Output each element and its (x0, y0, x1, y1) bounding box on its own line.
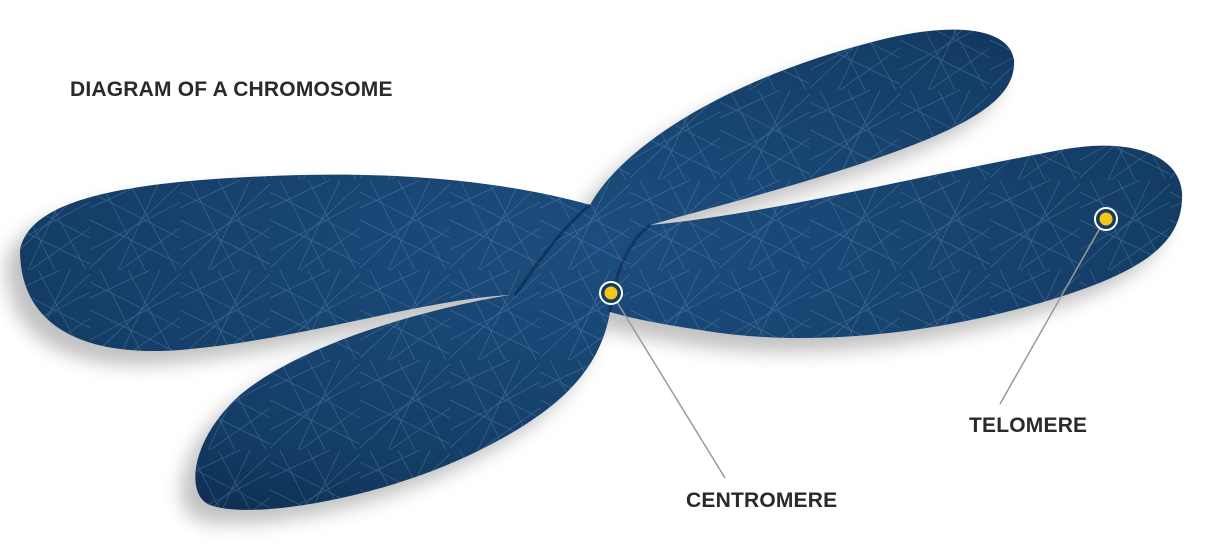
telomere-marker (1095, 208, 1117, 230)
centromere-label: CENTROMERE (686, 489, 837, 513)
telomere-label: TELOMERE (969, 414, 1087, 438)
centromere-marker (600, 282, 622, 304)
diagram-title: DIAGRAM OF A CHROMOSOME (70, 78, 393, 102)
